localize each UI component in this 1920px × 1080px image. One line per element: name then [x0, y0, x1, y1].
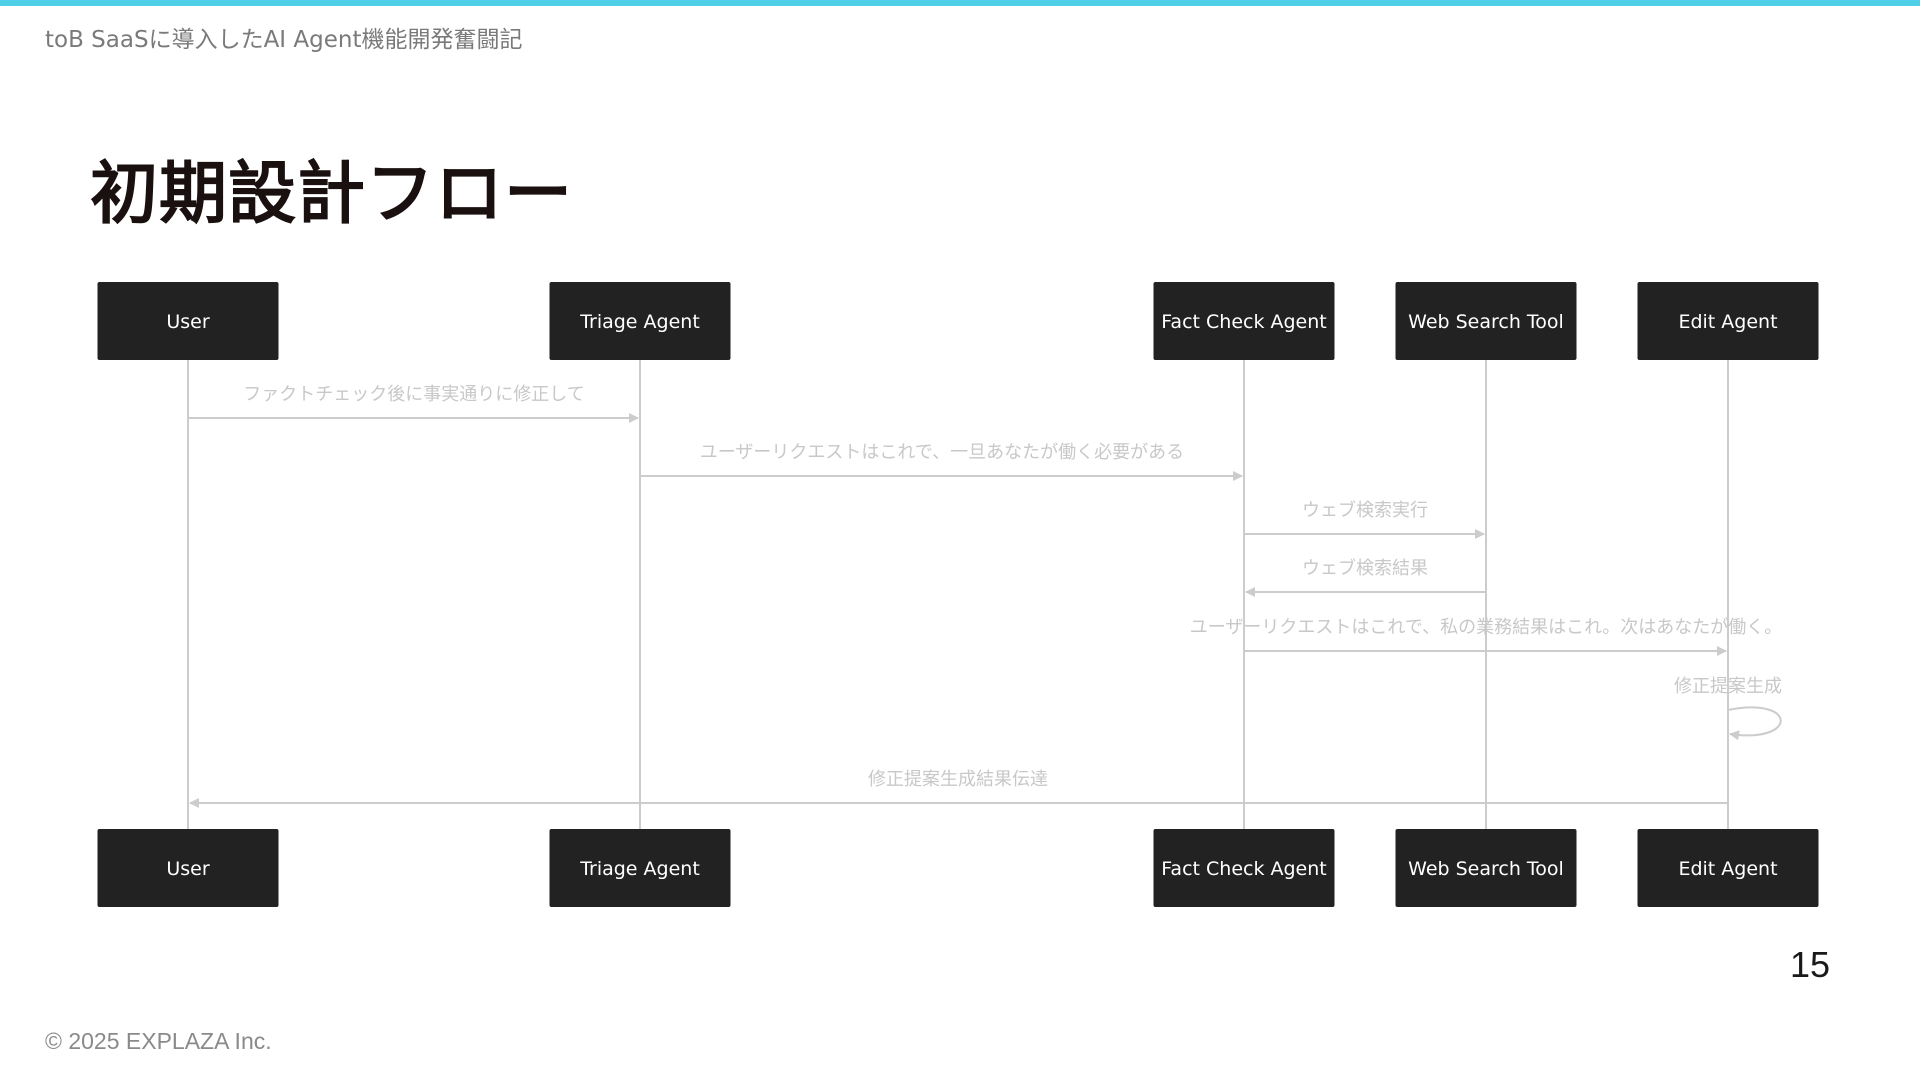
message-label: ファクトチェック後に事実通りに修正して — [243, 384, 584, 405]
actor-box-top-edit: Edit Agent — [1637, 282, 1819, 360]
actor-box-bottom-edit: Edit Agent — [1637, 829, 1819, 907]
actor-label: Fact Check Agent — [1161, 311, 1327, 333]
actor-box-bottom-user: User — [97, 829, 279, 907]
actor-box-bottom-websearch: Web Search Tool — [1395, 829, 1577, 907]
actor-label: Web Search Tool — [1408, 858, 1564, 880]
message-5: ユーザーリクエストはこれで、私の業務結果はこれ。次はあなたが働く。 — [1190, 617, 1783, 656]
actor-box-top-triage: Triage Agent — [549, 282, 731, 360]
message-7: 修正提案生成結果伝達 — [189, 769, 1728, 808]
actor-label: Fact Check Agent — [1161, 858, 1327, 880]
actor-box-top-factcheck: Fact Check Agent — [1153, 282, 1335, 360]
message-label: 修正提案生成 — [1674, 676, 1782, 697]
actor-box-bottom-triage: Triage Agent — [549, 829, 731, 907]
message-label: ユーザーリクエストはこれで、一旦あなたが働く必要がある — [700, 442, 1184, 463]
actor-label: User — [166, 858, 209, 880]
actor-box-bottom-factcheck: Fact Check Agent — [1153, 829, 1335, 907]
message-4: ウェブ検索結果 — [1245, 557, 1486, 597]
actor-label: Web Search Tool — [1408, 311, 1564, 333]
slide-title: 初期設計フロー — [90, 155, 574, 234]
actor-label: Edit Agent — [1678, 858, 1777, 880]
message-1: ファクトチェック後に事実通りに修正して — [188, 384, 639, 423]
message-label: ユーザーリクエストはこれで、私の業務結果はこれ。次はあなたが働く。 — [1190, 617, 1783, 638]
message-2: ユーザーリクエストはこれで、一旦あなたが働く必要がある — [640, 442, 1243, 481]
message-label: 修正提案生成結果伝達 — [868, 769, 1048, 790]
message-6: 修正提案生成 — [1674, 676, 1782, 741]
top-accent-bar — [0, 0, 1920, 6]
actor-box-top-websearch: Web Search Tool — [1395, 282, 1577, 360]
actor-box-top-user: User — [97, 282, 279, 360]
message-label: ウェブ検索実行 — [1302, 499, 1428, 521]
message-label: ウェブ検索結果 — [1302, 557, 1428, 579]
copyright-footer: © 2025 EXPLAZA Inc. — [45, 1028, 272, 1054]
message-3: ウェブ検索実行 — [1244, 499, 1485, 539]
actor-label: Triage Agent — [579, 858, 700, 880]
self-loop-arrow — [1727, 706, 1782, 741]
actor-label: Triage Agent — [579, 311, 700, 333]
actor-label: User — [166, 311, 209, 333]
actor-label: Edit Agent — [1678, 311, 1777, 333]
page-number: 15 — [1790, 944, 1831, 985]
presentation-subtitle: toB SaaSに導入したAI Agent機能開発奮闘記 — [45, 27, 523, 53]
